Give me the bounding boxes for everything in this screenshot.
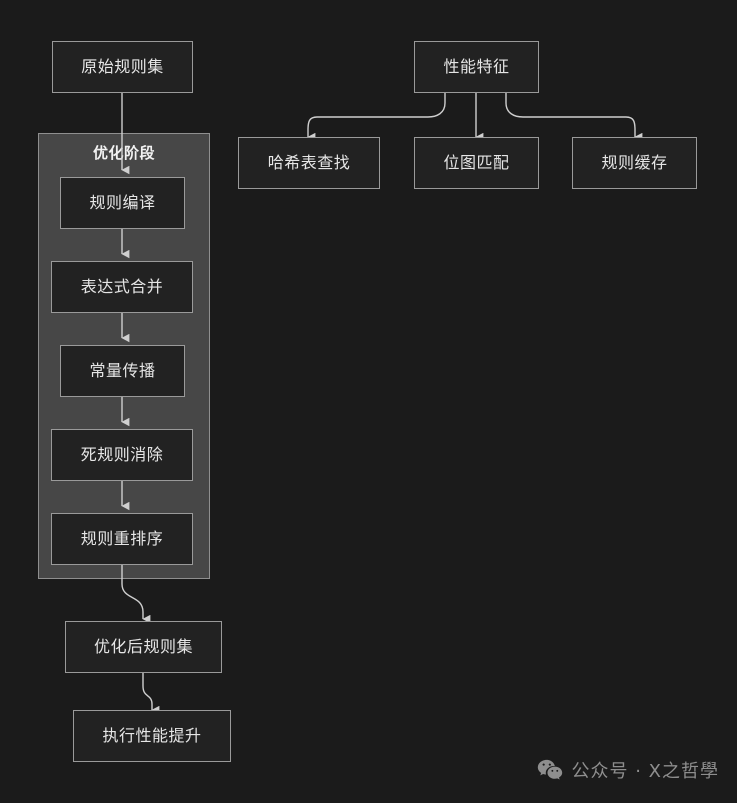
node-constant-propagation[interactable]: 常量传播	[60, 345, 185, 397]
node-performance-features[interactable]: 性能特征	[414, 41, 539, 93]
node-rule-compile[interactable]: 规则编译	[60, 177, 185, 229]
node-hash-table-lookup[interactable]: 哈希表查找	[238, 137, 380, 189]
node-execution-performance-gain[interactable]: 执行性能提升	[73, 710, 231, 762]
node-expression-merge[interactable]: 表达式合并	[51, 261, 193, 313]
node-rule-reorder[interactable]: 规则重排序	[51, 513, 193, 565]
node-dead-rule-elimination[interactable]: 死规则消除	[51, 429, 193, 481]
edge-perffeat-to-cache	[505, 93, 643, 142]
edge-perffeat-to-hash	[307, 93, 446, 142]
node-original-ruleset[interactable]: 原始规则集	[52, 41, 193, 93]
watermark-text: 公众号 · X之哲學	[571, 761, 719, 782]
watermark: 公众号 · X之哲學	[537, 757, 720, 783]
edge-optimized-to-perfgain	[142, 673, 160, 715]
wechat-icon	[537, 759, 562, 780]
cluster-label-optimization-stage: 优化阶段	[92, 144, 155, 162]
node-rule-cache[interactable]: 规则缓存	[572, 137, 697, 189]
node-bitmap-matching[interactable]: 位图匹配	[414, 137, 539, 189]
node-optimized-ruleset[interactable]: 优化后规则集	[65, 621, 222, 673]
